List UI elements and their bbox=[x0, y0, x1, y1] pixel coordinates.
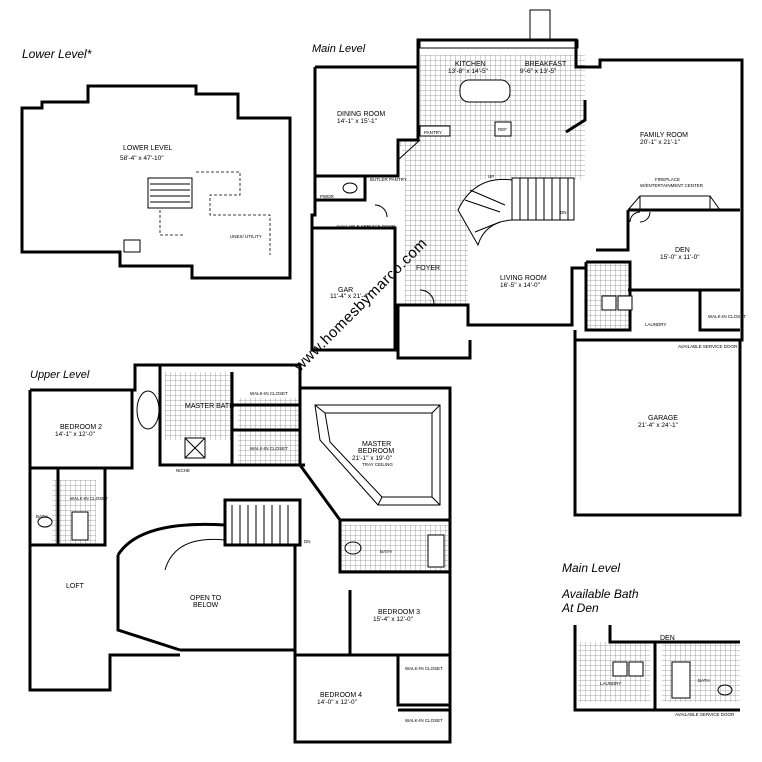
lower-level-dimensions: 58'-4" x 47'-10" bbox=[120, 155, 164, 162]
bedroom3-label: BEDROOM 3 bbox=[378, 609, 420, 616]
stair-dn-label: DN bbox=[560, 210, 567, 215]
master-bedroom-label: MASTER bbox=[362, 441, 391, 448]
main-level-title: Main Level bbox=[312, 43, 366, 55]
alt-service-door-label: AVAILABLE SERVICE DOOR bbox=[675, 712, 735, 717]
garage-dimensions: 21'-4" x 24'-1" bbox=[638, 422, 679, 429]
lower-level-title: Lower Level* bbox=[22, 47, 92, 61]
pantry-label: PANTRY bbox=[424, 130, 442, 135]
master-bedroom-dimensions: 21'-1" x 19'-0" bbox=[352, 455, 393, 462]
dining-room-dimensions: 14'-1" x 15'-1" bbox=[337, 118, 378, 125]
upper-walkin-4: WALK-IN CLOSET bbox=[405, 666, 443, 671]
stair-up-label: UP bbox=[488, 174, 494, 179]
main-walkin-label: WALK-IN CLOSET bbox=[708, 314, 746, 319]
entertainment-center-label: W/ENTERTAINMENT CENTER bbox=[640, 183, 704, 188]
open-to-below-label: OPEN TO bbox=[190, 595, 222, 602]
alt-bath-label: BATH bbox=[698, 678, 710, 683]
den-label: DEN bbox=[675, 247, 690, 254]
butler-pantry-label: BUTLER PANTRY bbox=[370, 177, 407, 182]
garage-label: GARAGE bbox=[648, 415, 678, 422]
bath-label: BATH bbox=[380, 549, 392, 554]
kitchen-dimensions: 13'-8" x 14'-5" bbox=[448, 68, 489, 75]
living-room-dimensions: 16'-5" x 14'-0" bbox=[500, 282, 541, 289]
upper-walkin-2: WALK-IN CLOSET bbox=[250, 446, 288, 451]
master-bath-label: MASTER BATH bbox=[185, 403, 234, 410]
alt-main-level-title: Main Level bbox=[562, 561, 620, 575]
lower-level-label: LOWER LEVEL bbox=[123, 145, 173, 152]
garage-small-label: GAR bbox=[338, 287, 353, 294]
unex-utility-label: UNEX/ UTILITY bbox=[230, 234, 262, 239]
laundry-label: LAUNDRY bbox=[645, 322, 666, 327]
main-level-plan: KITCHEN 13'-8" x 14'-5" BREAKFAST 9'-6" … bbox=[310, 9, 746, 517]
alt-den-title: At Den bbox=[561, 601, 599, 615]
upper-walkin-1: WALK-IN CLOSET bbox=[250, 391, 288, 396]
tray-ceiling-label: TRAY CEILING bbox=[362, 462, 393, 467]
niche-label: NICHE bbox=[176, 468, 190, 473]
lower-level-plan: LOWER LEVEL 58'-4" x 47'-10" UNEX/ UTILI… bbox=[20, 84, 292, 280]
garage-service-door-label: AVAILABLE SERVICE DOOR bbox=[678, 344, 738, 349]
bedroom3-dimensions: 15'-4" x 12'-0" bbox=[373, 616, 414, 623]
bedroom2-bath-label: BATH bbox=[36, 514, 48, 519]
bedroom2-dimensions: 14'-1" x 12'-0" bbox=[55, 431, 96, 438]
open-to-below-label-2: BELOW bbox=[193, 602, 219, 609]
alt-den-label: DEN bbox=[660, 635, 675, 642]
garage-small-dimensions: 11'-4" x 21'-4" bbox=[330, 293, 370, 300]
pwdr-label: PWDR bbox=[320, 194, 334, 199]
den-dimensions: 15'-0" x 11'-0" bbox=[660, 254, 700, 261]
breakfast-label: BREAKFAST bbox=[525, 61, 567, 68]
upper-walkin-3: WALK-IN CLOSET bbox=[70, 496, 108, 501]
bedroom4-dimensions: 14'-0" x 12'-0" bbox=[317, 699, 358, 706]
ref-label: REF bbox=[498, 127, 507, 132]
family-room-label: FAMILY ROOM bbox=[640, 132, 688, 139]
kitchen-label: KITCHEN bbox=[455, 61, 486, 68]
upper-stair-dn: DN bbox=[304, 539, 311, 544]
breakfast-dimensions: 9'-6" x 13'-5" bbox=[520, 68, 557, 75]
loft-label: LOFT bbox=[66, 583, 85, 590]
alt-bath-plan: DEN LAUNDRY BATH AVAILABLE SERVICE DOOR bbox=[573, 625, 740, 717]
upper-level-plan: BEDROOM 2 14'-1" x 12'-0" MASTER BATH MA… bbox=[28, 363, 452, 744]
dining-room-label: DINING ROOM bbox=[337, 111, 385, 118]
alt-bath-title: Available Bath bbox=[561, 587, 639, 601]
upper-level-title: Upper Level bbox=[30, 369, 90, 381]
master-bedroom-label-2: BEDROOM bbox=[358, 448, 394, 455]
foyer-label: FOYER bbox=[416, 265, 440, 272]
alt-laundry-label: LAUNDRY bbox=[600, 681, 621, 686]
living-room-label: LIVING ROOM bbox=[500, 275, 547, 282]
family-room-dimensions: 20'-1" x 21'-1" bbox=[640, 139, 681, 146]
upper-walkin-5: WALK-IN CLOSET bbox=[405, 718, 443, 723]
service-door-label: AVAILABLE SERVICE DOOR bbox=[336, 224, 396, 229]
bedroom2-label: BEDROOM 2 bbox=[60, 424, 102, 431]
fireplace-label: FIREPLACE bbox=[655, 177, 680, 182]
bedroom4-label: BEDROOM 4 bbox=[320, 692, 362, 699]
